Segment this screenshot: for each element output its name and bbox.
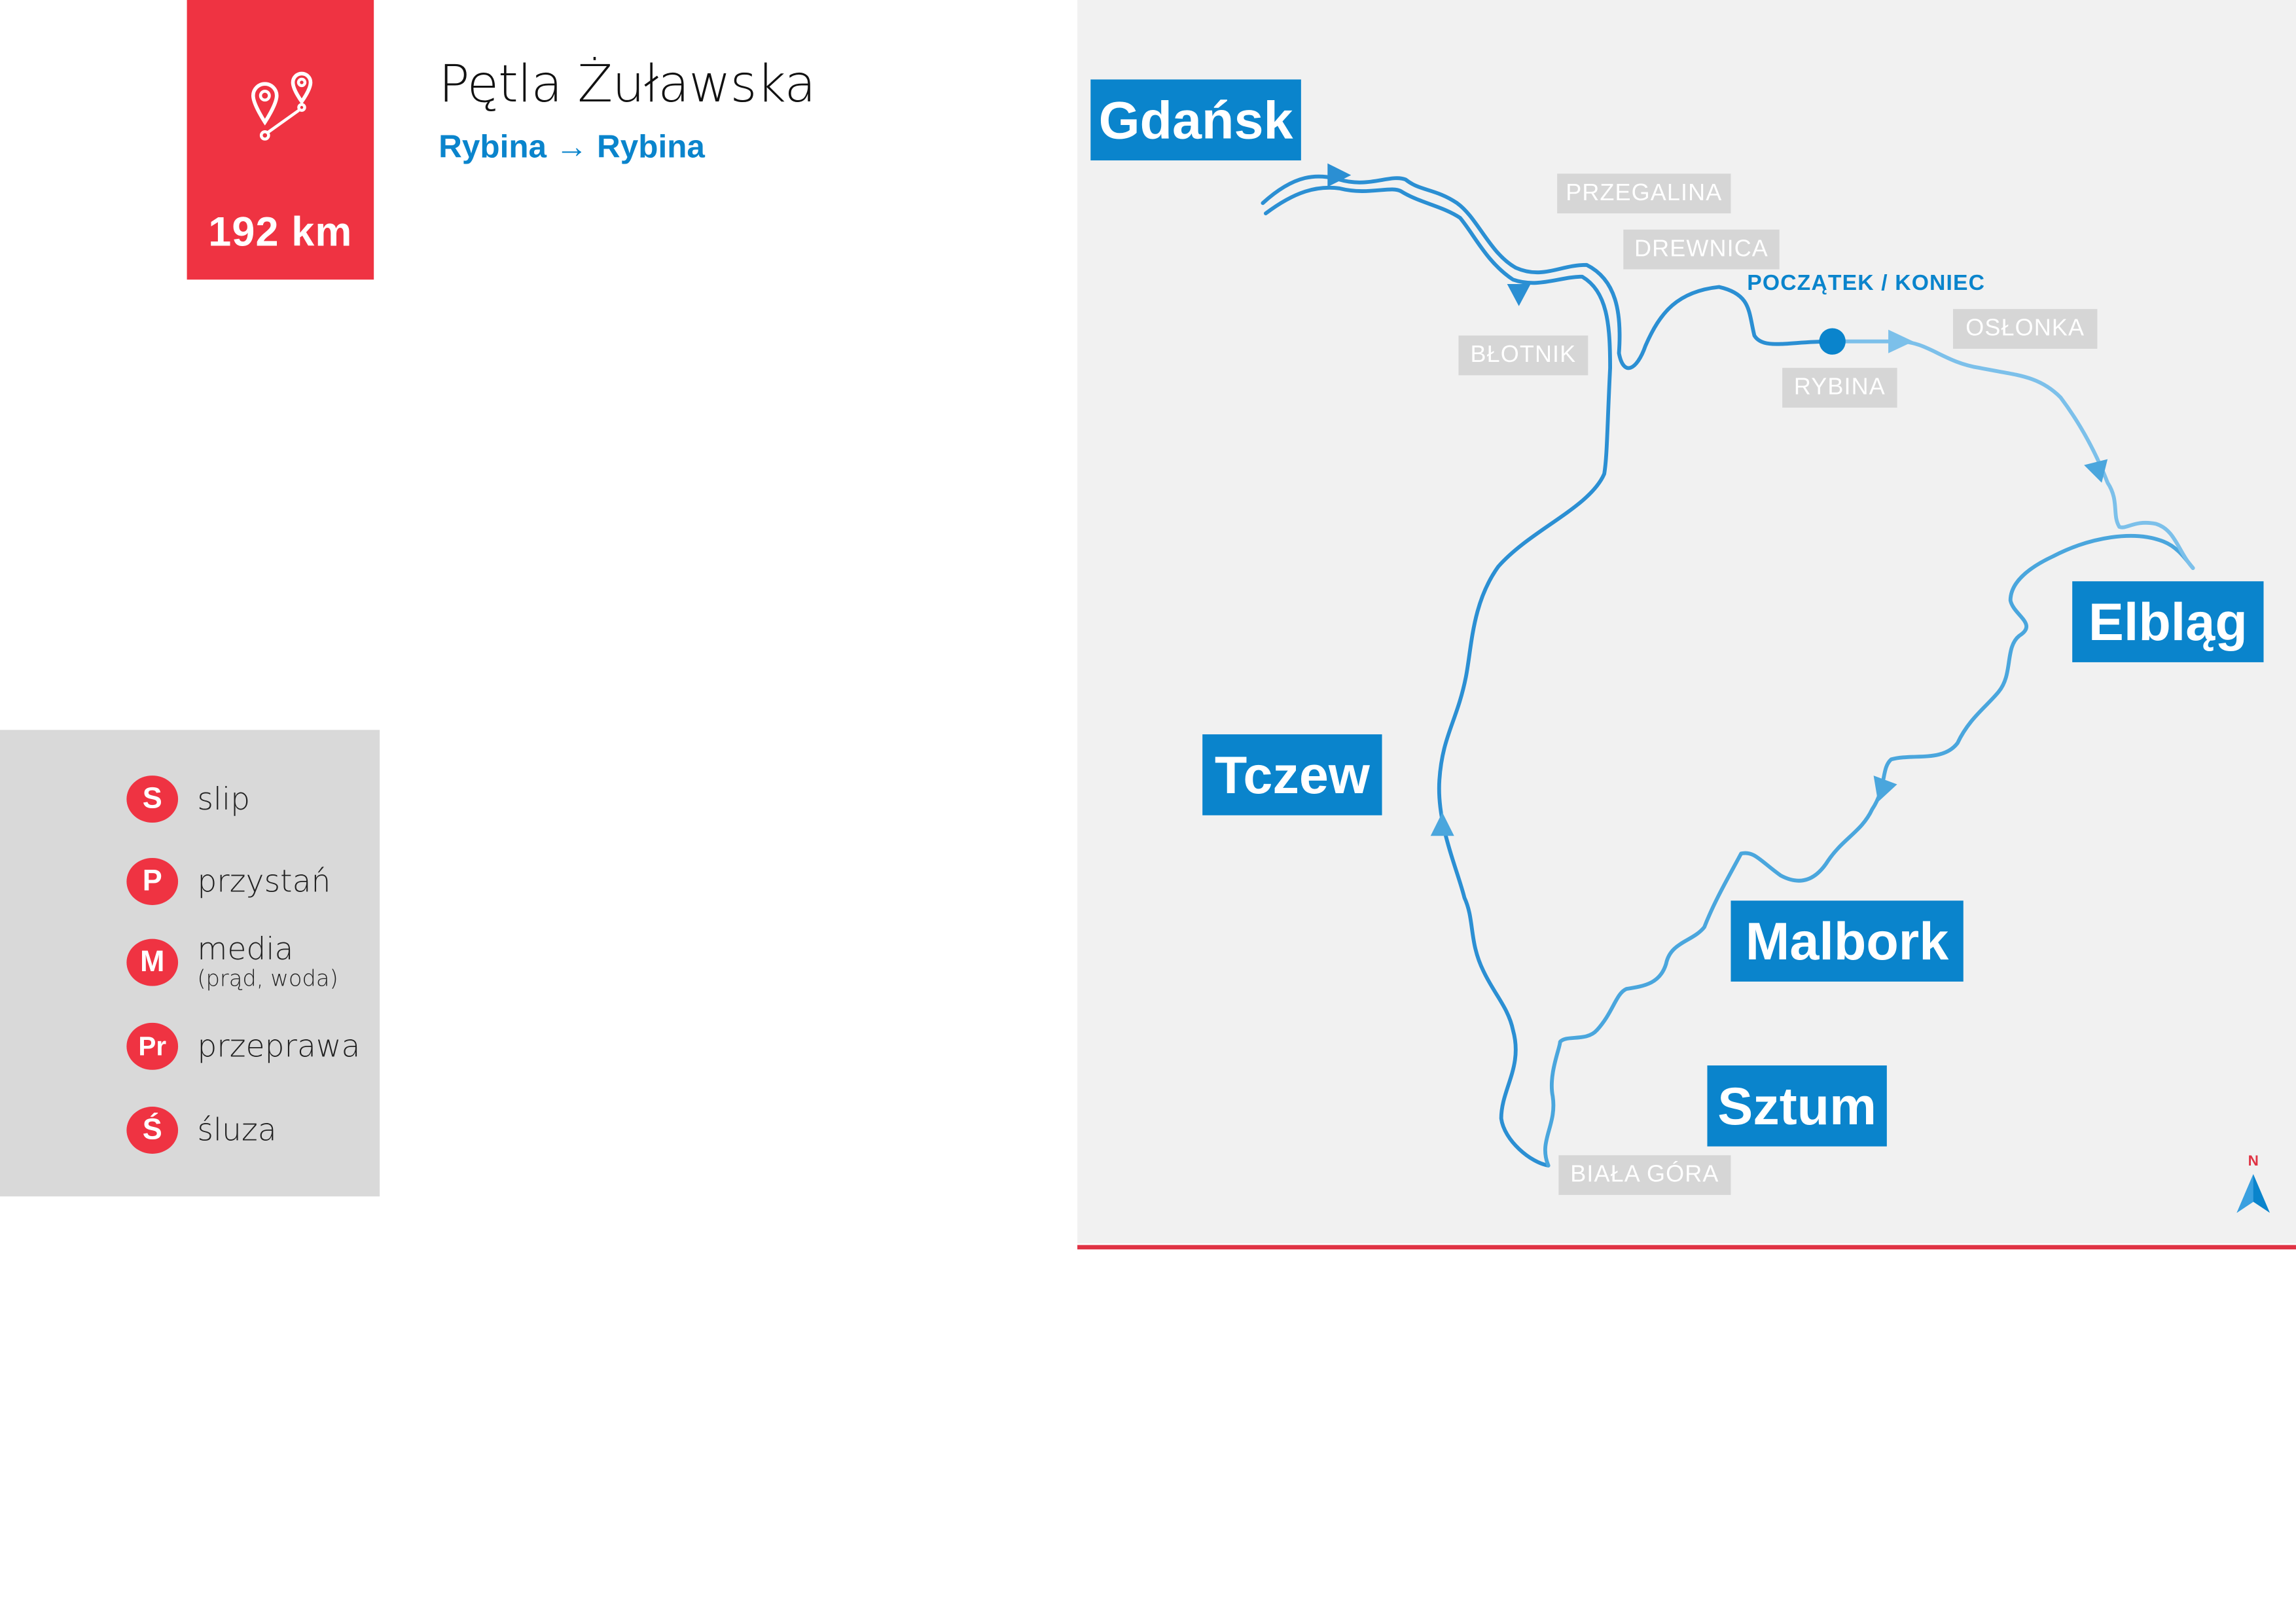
marina-badge-icon: P xyxy=(126,857,179,905)
route-distance: 192 km xyxy=(208,209,353,255)
route-segment-elblag-rybina xyxy=(1830,339,2195,570)
legend-label: przystań xyxy=(197,863,331,899)
slip-badge-icon: S xyxy=(126,776,179,823)
legend-item-lock: Ś śluza xyxy=(126,1107,277,1154)
legend-label: media xyxy=(197,931,294,967)
direction-arrow-icon xyxy=(1507,283,1531,306)
route-map: Gdańsk Elbląg Tczew Malbork Sztum PRZEGA… xyxy=(1077,0,2296,1244)
legend-label: przeprawa xyxy=(197,1027,361,1063)
place-label: BIAŁA GÓRA xyxy=(1558,1155,1731,1195)
start-end-label: POCZĄTEK / KONIEC xyxy=(1747,270,1986,296)
route-lines xyxy=(1261,163,2195,1168)
direction-arrows xyxy=(1327,163,2108,836)
legend-item-media: M media (prąd, woda) xyxy=(126,934,338,992)
city-label-malbork: Malbork xyxy=(1731,901,1964,982)
north-arrow: N xyxy=(2231,1154,2275,1215)
compass-arrow-icon xyxy=(2236,1174,2270,1213)
start-end-marker xyxy=(1819,328,1846,355)
ferry-badge-icon: Pr xyxy=(126,1022,179,1070)
page-title: Pętla Żuławska xyxy=(439,56,816,115)
legend-label-group: media (prąd, woda) xyxy=(197,934,338,992)
city-label-elblag: Elbląg xyxy=(2072,581,2264,662)
media-badge-icon: M xyxy=(126,938,179,986)
route-subtitle: Rybina → Rybina xyxy=(439,128,705,165)
direction-arrow-icon xyxy=(1430,812,1454,836)
legend-label: slip xyxy=(197,780,251,816)
lock-badge-icon: Ś xyxy=(126,1107,179,1154)
place-label: DREWNICA xyxy=(1623,229,1780,270)
direction-arrow-icon xyxy=(1327,163,1352,187)
legend-item-marina: P przystań xyxy=(126,857,331,905)
place-label: OSŁONKA xyxy=(1953,309,2098,349)
city-label-tczew: Tczew xyxy=(1202,734,1382,815)
legend-item-ferry: Pr przeprawa xyxy=(126,1022,361,1070)
place-label: RYBINA xyxy=(1782,368,1897,408)
legend-item-slip: S slip xyxy=(126,776,250,823)
place-label: PRZEGALINA xyxy=(1557,173,1731,214)
map-bottom-rule xyxy=(1077,1245,2296,1250)
route-segment-bialagora-malbork-elblag xyxy=(1543,533,2195,1168)
place-label: BŁOTNIK xyxy=(1458,335,1588,376)
route-pins-icon xyxy=(251,71,313,141)
city-label-gdansk: Gdańsk xyxy=(1090,79,1301,161)
legend-sublabel: (prąd, woda) xyxy=(197,965,338,992)
direction-arrow-icon xyxy=(2084,459,2108,483)
distance-box: 192 km xyxy=(187,0,374,280)
legend-label: śluza xyxy=(197,1111,277,1147)
city-label-sztum: Sztum xyxy=(1707,1065,1887,1147)
direction-arrow-icon xyxy=(1888,329,1914,353)
route-segment-rybina-gdansk-bialagora xyxy=(1261,174,1835,1168)
north-label: N xyxy=(2248,1153,2259,1170)
legend: S slip P przystań M media (prąd, woda) P… xyxy=(0,730,380,1197)
direction-arrow-icon xyxy=(1873,776,1897,802)
